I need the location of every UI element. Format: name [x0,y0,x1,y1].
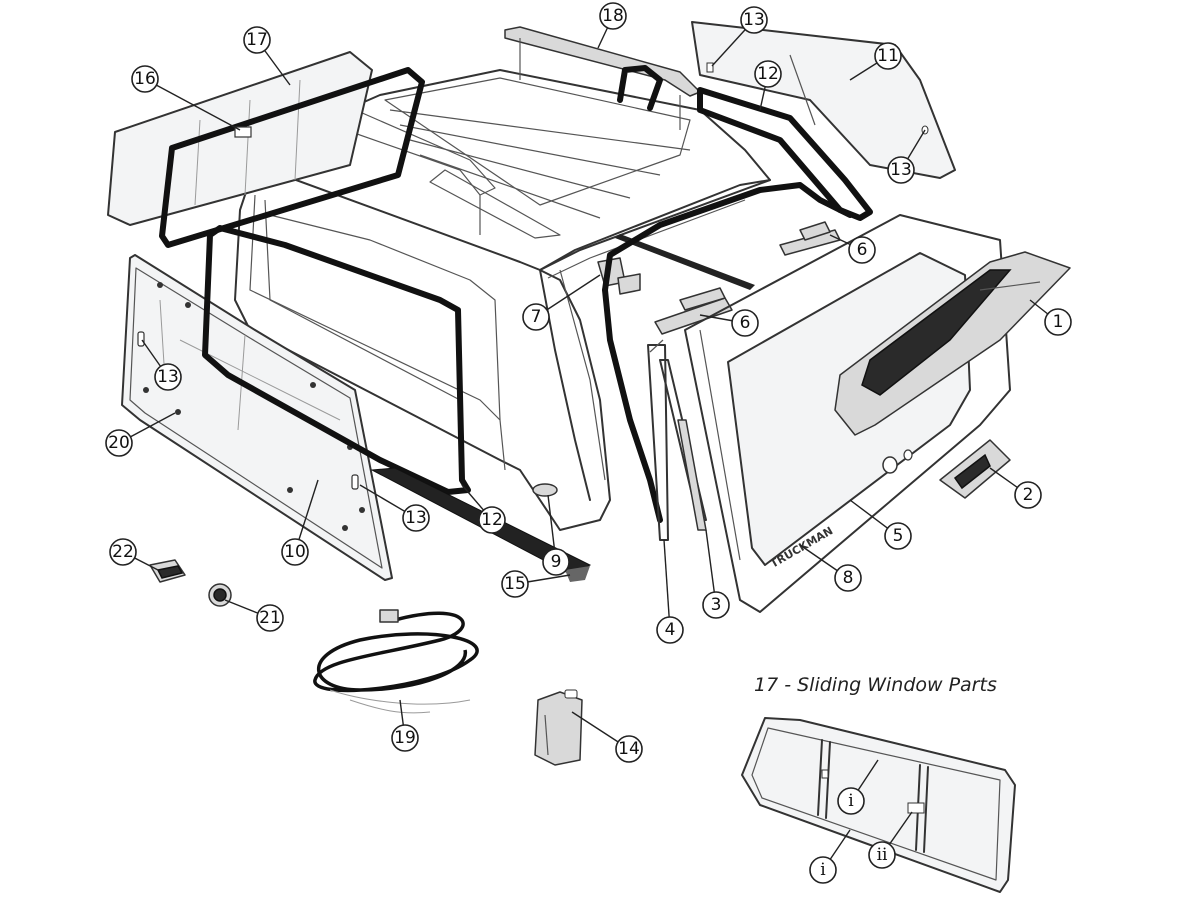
part-rear-roof-seal [615,234,755,290]
callout-20-label: 20 [108,433,130,453]
callout-13-left-label: 13 [157,367,179,387]
callout-20: 20 [105,429,133,457]
part-16-17-front-window [107,51,425,248]
callout-2-label: 2 [1023,485,1034,505]
callout-ii: ii [868,841,896,869]
callout-17: 17 [243,26,271,54]
callout-21-label: 21 [259,608,281,628]
callout-11-label: 11 [877,46,899,66]
part-12-side-window-seal [202,225,471,495]
callout-10-label: 10 [284,542,306,562]
callout-18: 18 [599,2,627,30]
callout-6-upper: 6 [848,236,876,264]
callout-16-label: 16 [134,69,156,89]
callout-4: 4 [656,616,684,644]
callout-19: 19 [391,724,419,752]
part-22-connector [149,559,186,583]
callout-11: 11 [874,42,902,70]
callout-6-upper-label: 6 [857,240,868,260]
callout-12-lower: 12 [478,506,506,534]
callout-22: 22 [109,538,137,566]
callout-19-label: 19 [394,728,416,748]
callout-9: 9 [542,548,570,576]
callout-5-label: 5 [893,526,904,546]
part-12-rear-frame-seal [602,182,853,293]
callout-i-lower: i [809,856,837,884]
callout-12-upper-label: 12 [757,64,779,84]
callout-i-upper-label: i [848,791,854,811]
callout-9-label: 9 [551,552,562,572]
callout-16: 16 [131,65,159,93]
callout-12-lower-label: 12 [481,510,503,530]
callout-15-label: 15 [504,574,526,594]
callout-12-upper: 12 [754,60,782,88]
callout-13-right: 13 [887,156,915,184]
callout-17-label: 17 [246,30,268,50]
part-21-connector [208,583,232,607]
callout-15: 15 [501,570,529,598]
callout-3: 3 [702,591,730,619]
callout-i-upper: i [837,787,865,815]
callout-ii-label: ii [877,845,888,865]
callout-8-label: 8 [843,568,854,588]
part-2-handle [939,439,1011,499]
part-10-side-window [121,254,393,581]
part-brake-light-seal [617,65,663,111]
part-19-wiring-loom [313,609,479,714]
callout-13-bottom-label: 13 [405,508,427,528]
callout-8: 8 [834,564,862,592]
callout-7: 7 [522,303,550,331]
canopy-body [234,69,771,531]
callout-13-top-label: 13 [743,10,765,30]
callout-5: 5 [884,522,912,550]
callout-i-lower-label: i [820,860,826,880]
callout-18-label: 18 [602,6,624,26]
part-4-strut-left [647,344,669,541]
inset-title: 17 - Sliding Window Parts [754,674,997,696]
callout-13-right-label: 13 [890,160,912,180]
part-1-spoiler [834,251,1071,436]
callout-14: 14 [615,735,643,763]
callout-7-label: 7 [531,307,542,327]
callout-4-label: 4 [665,620,676,640]
part-15-strip-end [565,566,590,582]
callout-1: 1 [1044,308,1072,336]
callout-3-label: 3 [711,595,722,615]
callout-1-label: 1 [1053,312,1064,332]
part-14-bracket [534,689,583,766]
callout-10: 10 [281,538,309,566]
part-6-hinges [654,221,841,335]
callout-22-label: 22 [112,542,134,562]
part-12-rear-frame-seal-side [602,287,663,523]
part-18-roof-spoiler [504,26,701,130]
callout-2: 2 [1014,481,1042,509]
callout-6-lower: 6 [731,309,759,337]
callout-13-top: 13 [740,6,768,34]
callout-13-bottom: 13 [402,504,430,532]
callout-6-lower-label: 6 [740,313,751,333]
callout-13-left: 13 [154,363,182,391]
callout-21: 21 [256,604,284,632]
inset-sliding-window [741,717,1016,893]
callout-14-label: 14 [618,739,640,759]
